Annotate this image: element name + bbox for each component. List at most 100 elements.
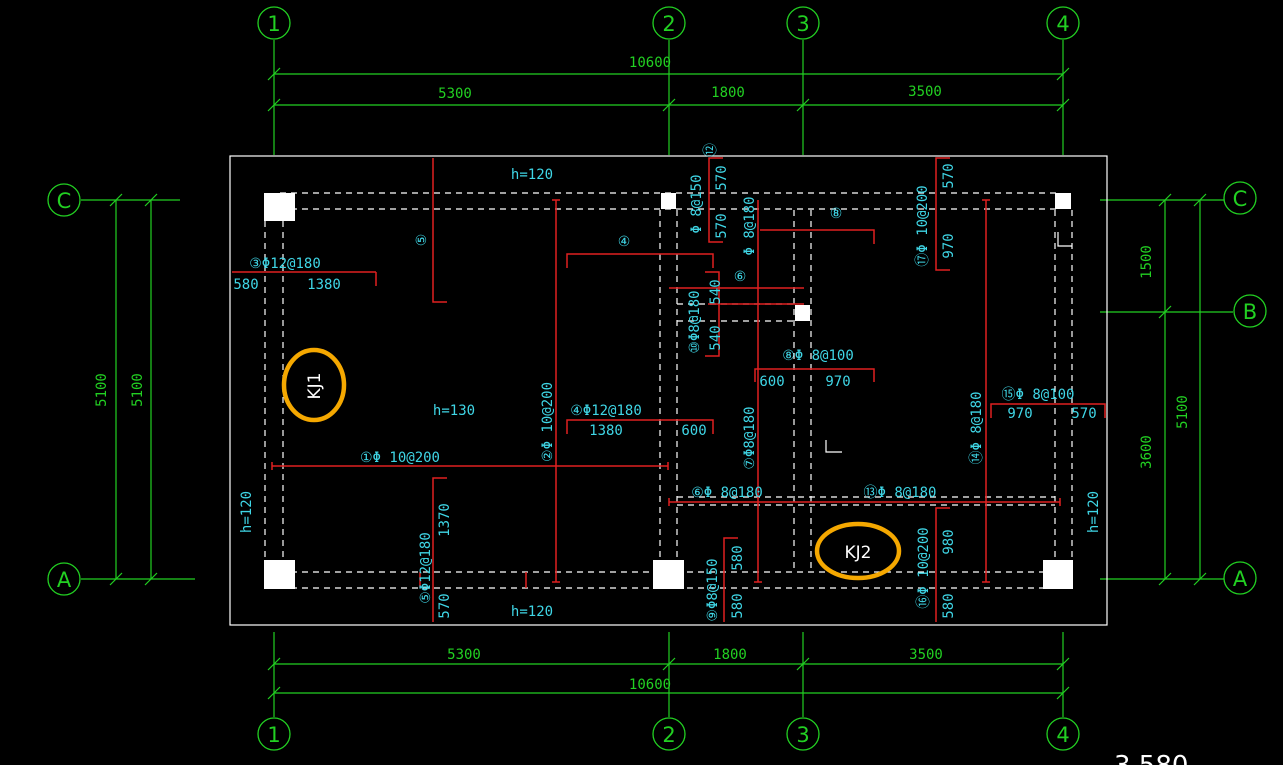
rebar-label-12-len1: 570 <box>714 165 730 190</box>
kj2-highlight-ellipse <box>814 521 902 581</box>
corner-mark <box>1057 232 1072 247</box>
rebar-label-13: ⑬Φ 8@180 <box>863 485 936 501</box>
rebar-annotations: ①Φ 10@200 ②Φ 10@200 ③Φ12@180 580 1380 ④ … <box>233 143 1096 622</box>
rebar-label-7: ⑦Φ8@180 <box>742 406 758 469</box>
slab-outline <box>229 155 1108 626</box>
rebar-label-16-len1: 980 <box>941 529 957 554</box>
slab-thickness-labels: h=120 h=120 h=130 h=120 h=120 <box>239 167 1102 620</box>
svg-text:B: B <box>1243 300 1257 324</box>
column-c1 <box>264 193 295 221</box>
frame-kj1[interactable]: KJ1 <box>281 347 347 423</box>
svg-text:A: A <box>57 568 72 592</box>
rebar-label-17-len2: 970 <box>941 233 957 258</box>
svg-text:3: 3 <box>796 723 809 747</box>
axis-bubble-b-right: B <box>1233 294 1267 328</box>
rebar-label-10-len2: 540 <box>708 325 724 350</box>
column-a4 <box>1043 560 1073 589</box>
rebar-label-4-len2: 600 <box>681 423 706 439</box>
slab-h-bottom: h=120 <box>511 604 553 620</box>
svg-text:2: 2 <box>662 12 675 36</box>
grid-lines <box>81 40 1233 717</box>
svg-text:1: 1 <box>267 12 280 36</box>
axis-bubble-1-top: 1 <box>257 6 291 40</box>
rebar-label-1: ①Φ 10@200 <box>360 450 440 466</box>
rebar-label-3-len1: 580 <box>233 277 258 293</box>
elevation-label: 3.580 <box>1114 751 1188 765</box>
dim-right-span-1: 1500 <box>1139 245 1155 279</box>
dim-left-outer: 5100 <box>94 373 110 407</box>
rebar-label-12-len2: 570 <box>714 213 730 238</box>
kj2-label: KJ2 <box>845 543 872 563</box>
axis-bubble-1-bottom: 1 <box>257 717 291 751</box>
dim-top-span-2: 1800 <box>711 85 745 101</box>
slab-h-mid: h=130 <box>433 403 475 419</box>
rebar-label-15-len2: 570 <box>1071 406 1096 422</box>
rebar-label-12-num: ⑫ <box>703 143 719 157</box>
axis-bubble-c-right: C <box>1223 181 1257 215</box>
svg-text:4: 4 <box>1056 12 1069 36</box>
dim-top-span-3: 3500 <box>908 84 942 100</box>
rebar-label-8-len1: 600 <box>759 374 784 390</box>
dim-top-span-1: 5300 <box>438 86 472 102</box>
rebar-label-17-len1: 570 <box>941 163 957 188</box>
rebar-label-10: ⑩Φ8@180 <box>687 290 703 353</box>
svg-text:4: 4 <box>1056 723 1069 747</box>
svg-text:2: 2 <box>662 723 675 747</box>
rebar-label-4: ④Φ12@180 <box>570 403 642 419</box>
rebar-lines <box>232 157 1106 622</box>
axis-bubble-a-left: A <box>47 562 81 596</box>
stair-mark <box>825 440 842 453</box>
rebar-label-14: ⑭Φ 8@180 <box>969 391 985 464</box>
rebar-label-4-top: ④ <box>618 234 631 250</box>
axis-bubbles: 1 2 3 4 1 2 3 4 C A C B A <box>47 6 1267 751</box>
axis-bubble-3-top: 3 <box>786 6 820 40</box>
rebar-label-8-len2: 970 <box>825 374 850 390</box>
axis-bubble-2-bottom: 2 <box>652 717 686 751</box>
rebar-label-9: ⑨Φ8@150 <box>705 558 721 621</box>
slab-h-left: h=120 <box>239 491 255 533</box>
rebar-label-16-len2: 580 <box>941 593 957 618</box>
rebar-label-2: ②Φ 10@200 <box>540 382 556 462</box>
svg-text:A: A <box>1233 567 1248 591</box>
rebar-label-5: ⑤Φ12@180 <box>418 532 434 604</box>
dimension-lines <box>109 67 1207 700</box>
rebar-label-5-top: ⑤ <box>414 234 430 247</box>
rebar-label-5-len2: 570 <box>437 593 453 618</box>
rebar-label-12: Φ 8@150 <box>689 174 705 233</box>
rebar-label-3-len2: 1380 <box>307 277 341 293</box>
svg-text:3: 3 <box>796 12 809 36</box>
column-b3 <box>795 305 810 321</box>
svg-text:C: C <box>1233 187 1248 211</box>
rebar-label-8: ⑧Φ 8@100 <box>782 348 854 364</box>
rebar-label-17: ⑰Φ 10@200 <box>915 185 931 266</box>
column-a1 <box>264 560 295 589</box>
dimension-texts: 10600 5300 1800 3500 5300 1800 3500 1060… <box>94 55 1191 693</box>
frame-kj2[interactable]: KJ2 <box>814 521 902 581</box>
kj1-label: KJ1 <box>305 373 325 400</box>
dim-top-total: 10600 <box>629 55 671 71</box>
rebar-label-6-top: ⑥ <box>734 269 747 285</box>
dim-bottom-span-3: 3500 <box>909 647 943 663</box>
rebar-label-16: ⑯Φ 10@200 <box>916 527 932 608</box>
slab-h-top: h=120 <box>511 167 553 183</box>
rebar-label-5-len1: 1370 <box>437 503 453 537</box>
axis-bubble-c-left: C <box>47 183 81 217</box>
rebar-label-8-top: ⑧ <box>830 206 843 222</box>
rebar-label-3: ③Φ12@180 <box>249 256 321 272</box>
column-c2 <box>661 193 676 209</box>
dim-bottom-total: 10600 <box>629 677 671 693</box>
axis-bubble-a-right: A <box>1223 561 1257 595</box>
rebar-label-9-len1: 580 <box>730 545 746 570</box>
svg-text:C: C <box>57 189 72 213</box>
axis-bubble-4-top: 4 <box>1046 6 1080 40</box>
dim-bottom-span-1: 5300 <box>447 647 481 663</box>
slab-h-right: h=120 <box>1086 491 1102 533</box>
rebar-label-10-len1: 540 <box>708 279 724 304</box>
axis-bubble-2-top: 2 <box>652 6 686 40</box>
axis-bubble-4-bottom: 4 <box>1046 717 1080 751</box>
rebar-label-15-len1: 970 <box>1007 406 1032 422</box>
rebar-label-9-len2: 580 <box>730 593 746 618</box>
rebar-label-15: ⑮Φ 8@100 <box>1001 387 1074 403</box>
column-a2 <box>653 560 684 589</box>
